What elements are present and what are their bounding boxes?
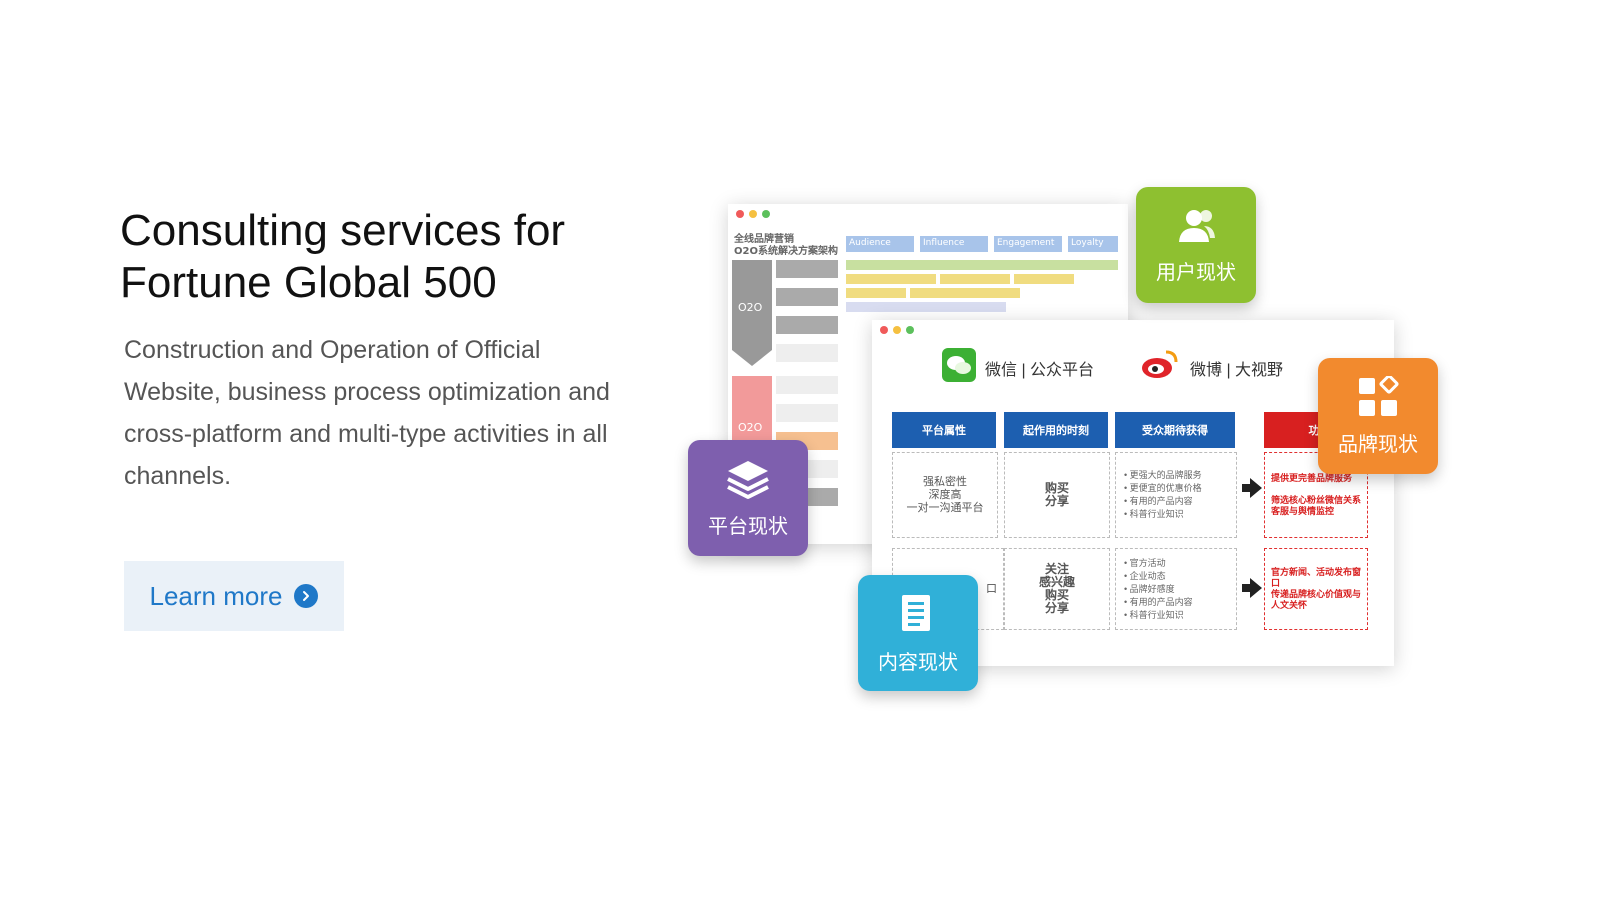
title-line-2: Fortune Global 500	[120, 258, 497, 307]
tile-brand-status[interactable]: 品牌现状	[1318, 358, 1438, 474]
row1-function: 提供更完善品牌服务 筛选核心粉丝微信关系 客服与舆情监控	[1264, 452, 1368, 538]
item-row	[776, 260, 838, 278]
arrow-right-icon	[1242, 478, 1262, 498]
tile-content-status[interactable]: 内容现状	[858, 575, 978, 691]
side-arrow	[732, 350, 772, 366]
row1-platform-attr: 强私密性 深度高 一对一沟通平台	[892, 452, 998, 538]
header-platform-attr: 平台属性	[892, 412, 996, 448]
back-title-2: O2O系统解决方案架构	[734, 246, 838, 257]
item-row	[776, 376, 838, 394]
maximize-dot	[762, 210, 770, 218]
row1-audience-expect: • 更强大的品牌服务 • 更便宜的优惠价格 • 有用的产品内容 • 科普行业知识	[1115, 452, 1237, 538]
minimize-dot	[749, 210, 757, 218]
document-icon	[902, 594, 930, 631]
minimize-dot	[893, 326, 901, 334]
side-label: O2O	[738, 421, 763, 434]
item-row	[776, 344, 838, 362]
yellow-row	[846, 288, 906, 298]
column-label: Loyalty	[1071, 238, 1104, 248]
close-dot	[880, 326, 888, 334]
hero-text: Consulting services for Fortune Global 5…	[120, 205, 640, 497]
yellow-row	[940, 274, 1010, 284]
layers-icon	[727, 460, 769, 499]
maximize-dot	[906, 326, 914, 334]
weibo-icon	[1140, 346, 1180, 382]
column-header: Influence	[920, 236, 988, 252]
tile-platform-status[interactable]: 平台现状	[688, 440, 808, 556]
item-row	[776, 316, 838, 334]
wechat-icon	[942, 348, 976, 382]
row2-moment: 关注 感兴趣 购买 分享	[1004, 548, 1110, 630]
wechat-label: 微信 | 公众平台	[985, 362, 1095, 379]
item-row	[776, 404, 838, 422]
column-label: Influence	[923, 238, 965, 248]
window-controls	[736, 210, 770, 218]
learn-more-button[interactable]: Learn more	[124, 561, 344, 631]
user-group-icon	[1179, 209, 1215, 242]
tile-label: 内容现状	[878, 651, 958, 674]
side-label: O2O	[738, 301, 763, 314]
row2-function: 官方新闻、活动发布窗口 传递品牌核心价值观与人文关怀	[1264, 548, 1368, 630]
column-header: Engagement	[994, 236, 1062, 252]
learn-more-label: Learn more	[149, 580, 283, 611]
arrow-right-icon	[1242, 578, 1262, 598]
header-audience-expect: 受众期待获得	[1115, 412, 1235, 448]
tile-label: 平台现状	[708, 515, 788, 538]
back-title-1: 全线品牌营销	[734, 234, 794, 245]
header-moment: 起作用的时刻	[1004, 412, 1108, 448]
column-label: Engagement	[997, 238, 1055, 248]
page-title: Consulting services for Fortune Global 5…	[120, 205, 640, 309]
yellow-row	[1014, 274, 1074, 284]
column-label: Audience	[849, 238, 891, 248]
lavender-row	[846, 302, 1006, 312]
row2-audience-expect: • 官方活动 • 企业动态 • 品牌好感度 • 有用的产品内容 • 科普行业知识	[1115, 548, 1237, 630]
tile-user-status[interactable]: 用户现状	[1136, 187, 1256, 303]
yellow-row	[846, 274, 936, 284]
close-dot	[736, 210, 744, 218]
tile-label: 用户现状	[1156, 261, 1236, 284]
column-header: Audience	[846, 236, 914, 252]
item-row	[776, 288, 838, 306]
green-row	[846, 260, 1118, 270]
window-controls	[880, 326, 914, 334]
yellow-row	[910, 288, 1020, 298]
column-header: Loyalty	[1068, 236, 1118, 252]
weibo-label: 微博 | 大视野	[1190, 362, 1284, 379]
chevron-right-icon	[294, 584, 319, 608]
side-block-grey: O2O	[732, 260, 772, 350]
tile-label: 品牌现状	[1338, 433, 1418, 456]
side-block-pink: O2O	[732, 376, 772, 446]
apps-grid-icon	[1359, 375, 1399, 416]
hero-description: Construction and Operation of Official W…	[124, 336, 610, 490]
title-line-1: Consulting services for	[120, 206, 566, 255]
row1-moment: 购买 分享	[1004, 452, 1110, 538]
